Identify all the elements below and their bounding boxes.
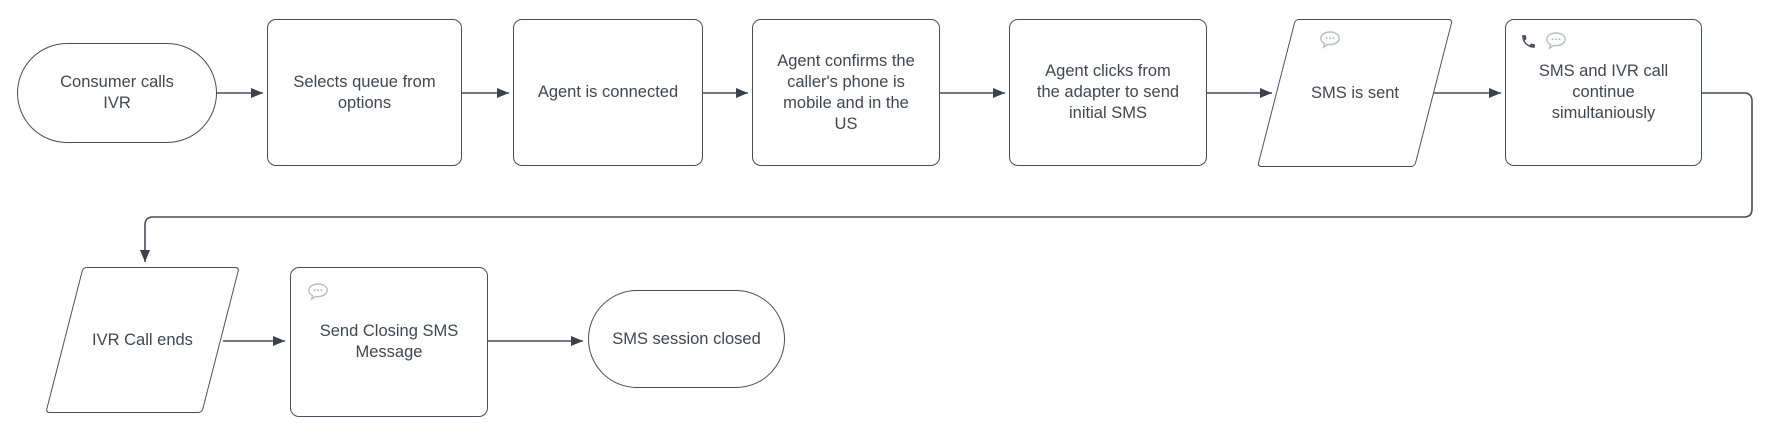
- node-label: Agent is connected: [537, 83, 679, 101]
- phone-icon: [1522, 35, 1535, 48]
- node-agent-confirms[interactable]: Agent confirms the caller's phone is mob…: [752, 19, 940, 166]
- node-ivr-call-ends[interactable]: IVR Call ends: [45, 267, 240, 413]
- node-consumer-calls-ivr[interactable]: Consumer calls IVR: [17, 43, 217, 143]
- sms-bubble-icon: [1546, 32, 1566, 50]
- node-label: Agent confirms the caller's phone is mob…: [777, 51, 915, 133]
- node-sms-is-sent[interactable]: SMS is sent: [1257, 19, 1453, 167]
- sms-bubble-icon: [308, 283, 328, 301]
- node-label: SMS session closed: [612, 329, 761, 348]
- node-sms-session-closed[interactable]: SMS session closed: [588, 290, 785, 388]
- node-sms-ivr-continue[interactable]: SMS and IVR call continue simultaniously: [1505, 19, 1702, 166]
- node-selects-queue[interactable]: Selects queue from options: [267, 19, 462, 166]
- node-label: SMS is sent: [1310, 83, 1400, 102]
- node-label: Selects queue from options: [293, 72, 436, 112]
- node-label: Agent clicks from the adapter to send in…: [1036, 62, 1180, 122]
- node-label: Send Closing SMS Message: [319, 322, 459, 361]
- connector-continue-to-callends: [140, 92, 1753, 262]
- node-label: IVR Call ends: [92, 330, 193, 349]
- node-label: SMS and IVR call continue simultaniously: [1538, 62, 1669, 122]
- node-label: Consumer calls IVR: [60, 73, 174, 112]
- node-agent-connected[interactable]: Agent is connected: [513, 19, 703, 166]
- node-agent-clicks-sms[interactable]: Agent clicks from the adapter to send in…: [1009, 19, 1207, 166]
- sms-bubble-icon: [1320, 31, 1340, 49]
- node-send-closing-sms[interactable]: Send Closing SMS Message: [290, 267, 488, 417]
